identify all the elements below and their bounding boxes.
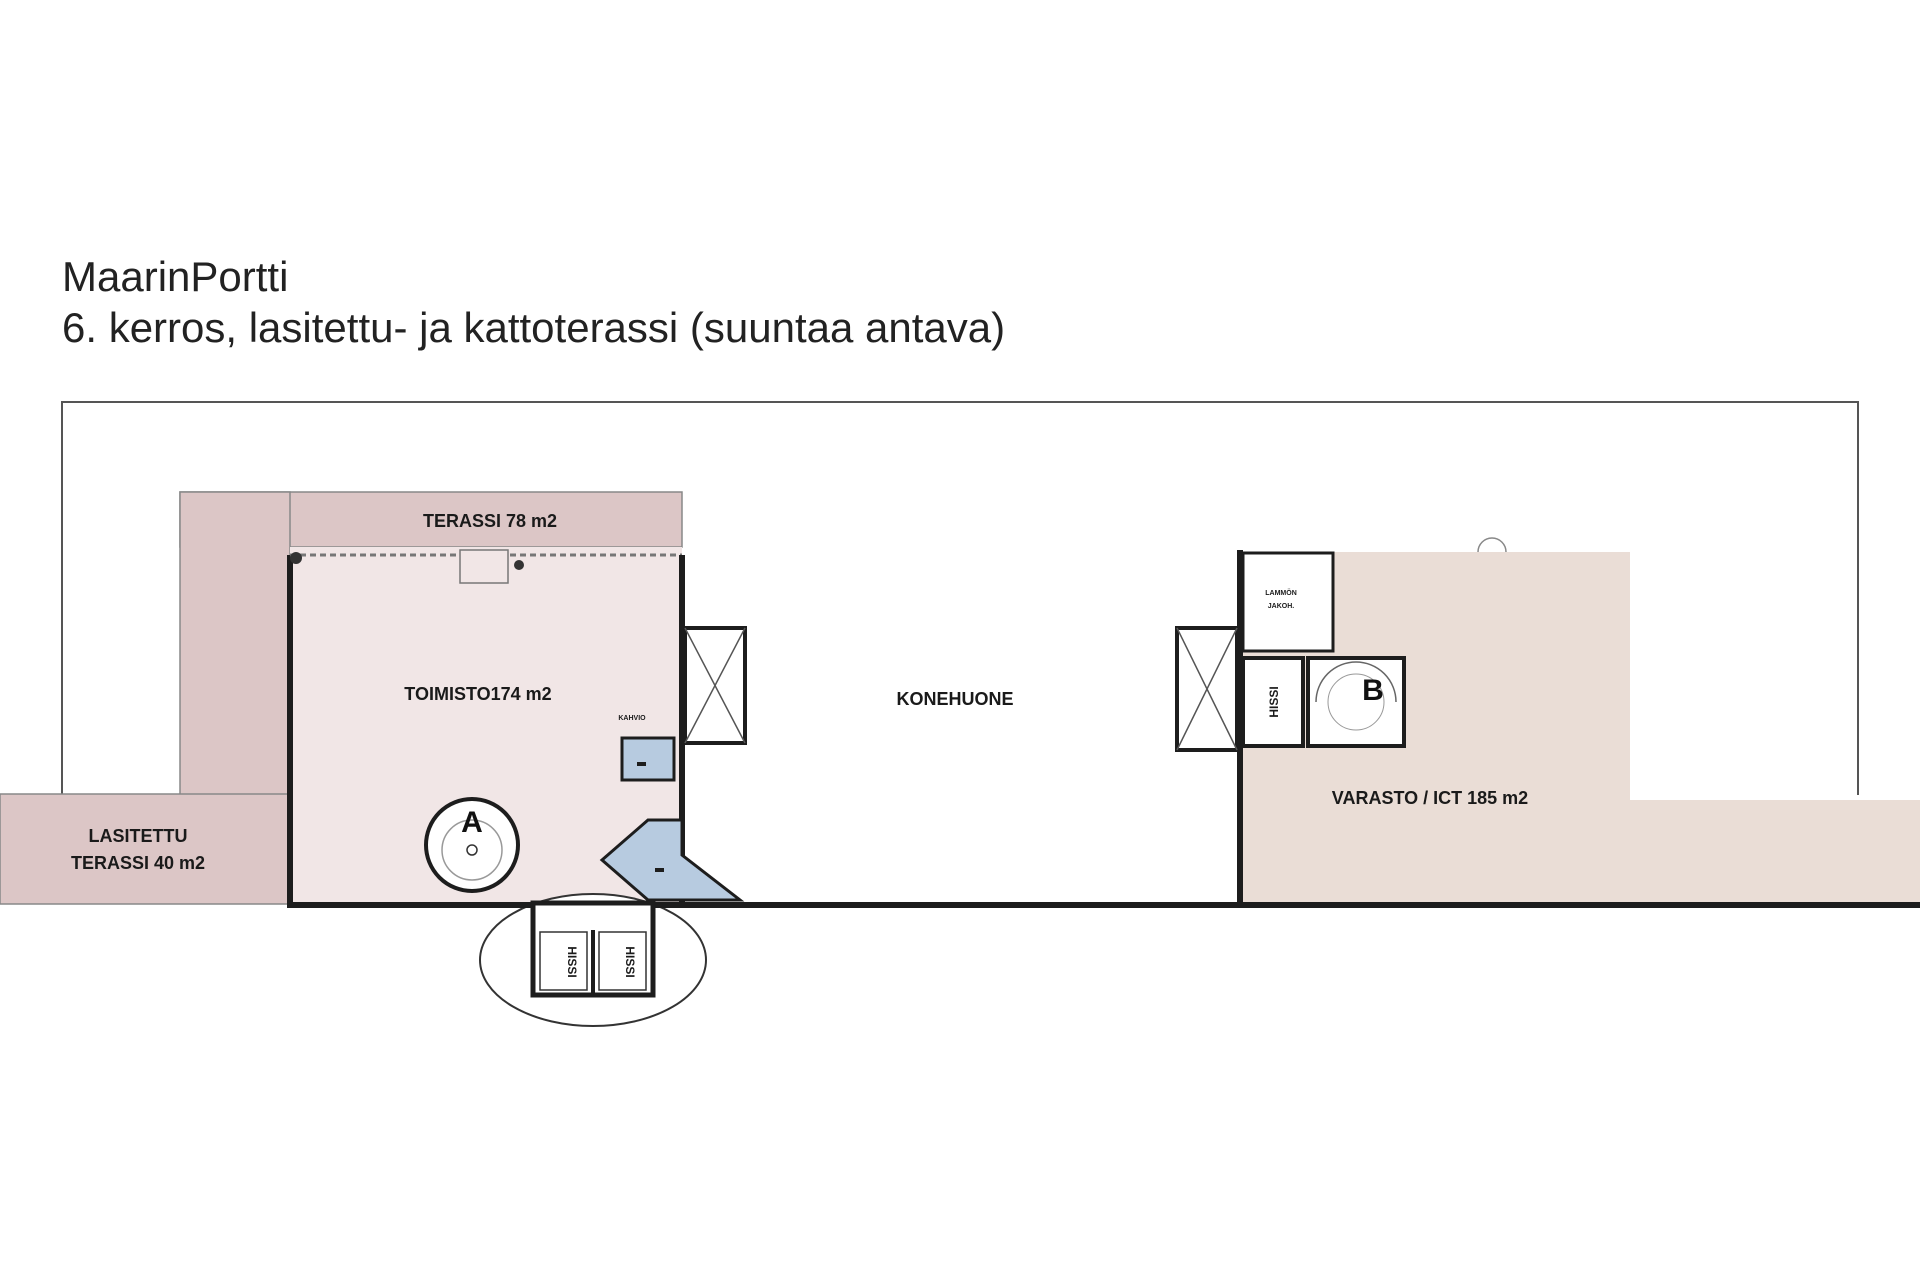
terrace-left-strip: [179, 491, 291, 798]
office-label: TOIMISTO174 m2: [404, 684, 551, 704]
stair-b-box: [1306, 656, 1406, 748]
stair-b-spiral: [1315, 661, 1397, 703]
stair-b-spiral-inner: [1327, 673, 1385, 731]
plan-subtitle: 6. kerros, lasitettu- ja kattoterassi (s…: [62, 304, 1006, 351]
cafe-label: KAHVIO: [618, 715, 646, 722]
stair-b-letter: B: [1362, 674, 1384, 707]
lift-left-label: HISSI: [565, 946, 579, 977]
door-top-storage: [1477, 537, 1507, 553]
column-right: [514, 560, 524, 570]
stair-a-inner: [441, 819, 503, 881]
lift-left: [539, 931, 588, 991]
lift-right: [598, 931, 647, 991]
glazed-terrace-label-2: TERASSI 40 m2: [71, 853, 205, 873]
site-boundary: [61, 401, 1859, 795]
lift-b-label: HISSI: [1267, 686, 1281, 717]
storage-label: VARASTO / ICT 185 m2: [1332, 788, 1528, 808]
office-wall: [287, 555, 533, 908]
stair-a-core: [466, 844, 478, 856]
heat-room-label-1: LAMMÖN: [1265, 588, 1297, 597]
glazed-terrace-area: [0, 793, 291, 905]
lift-right-label: HISSI: [623, 946, 637, 977]
storage-area: [1240, 552, 1920, 904]
lift-b: [1241, 656, 1305, 748]
wc-small-fixture: [637, 762, 646, 766]
window-unit: [459, 549, 509, 584]
stair-a-letter: A: [461, 806, 483, 839]
machine-room-label: KONEHUONE: [896, 689, 1013, 709]
heat-distribution-room: [1241, 551, 1335, 653]
wc-small: [620, 736, 676, 782]
plan-title: MaarinPortti: [62, 253, 289, 300]
shaft-left-x2: [684, 627, 746, 744]
column-left: [290, 552, 302, 564]
heat-room-label-2: JAKOH.: [1268, 603, 1295, 610]
wc-large: [599, 818, 745, 902]
glazed-terrace-label-1: LASITETTU: [89, 826, 188, 846]
shaft-right-x2: [1176, 627, 1238, 751]
wc-large-fixture: [655, 868, 664, 872]
terrace-label: TERASSI 78 m2: [423, 511, 557, 531]
